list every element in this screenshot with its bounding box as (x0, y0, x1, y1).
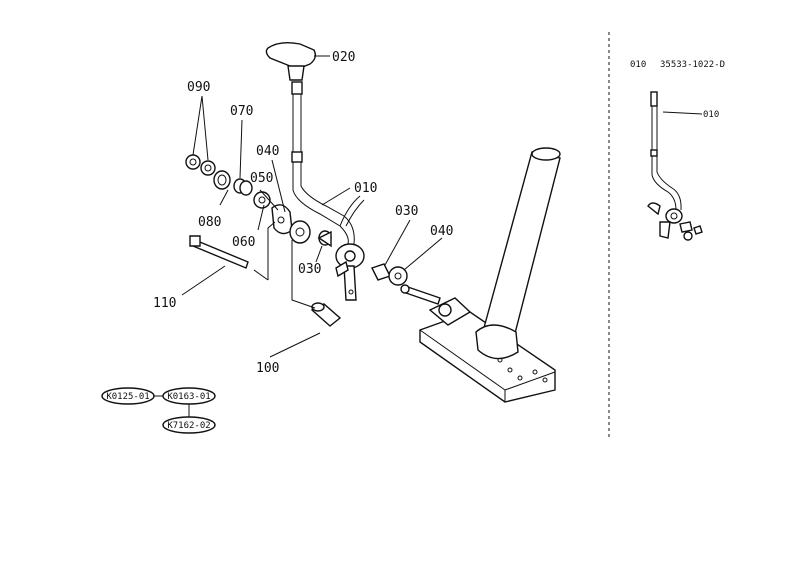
label-110: 110 (153, 296, 176, 311)
washer-060 (253, 191, 271, 209)
code-b: K0163-01 (167, 392, 210, 402)
label-010: 010 (354, 181, 377, 196)
label-070: 070 (230, 104, 253, 119)
inset-label-010: 010 (703, 110, 719, 120)
pin-100 (310, 302, 342, 327)
washer-040 (289, 220, 311, 244)
nut-090b (200, 160, 216, 176)
bolt-110 (189, 235, 249, 269)
reference-codes: K0125-01 K0163-01 K7162-02 (101, 387, 216, 434)
label-040: 040 (256, 144, 279, 159)
base-column (419, 147, 561, 403)
knob-020 (265, 41, 317, 81)
plate-050 (271, 204, 293, 235)
washer-080 (213, 170, 231, 190)
shift-lever-010 (291, 81, 365, 301)
label-030: 030 (298, 262, 321, 277)
inset-code: 35533-1022-D (660, 60, 725, 70)
leader-lines (181, 55, 443, 358)
label-030-right: 030 (395, 204, 418, 219)
pivot-bolt (400, 284, 441, 305)
code-a: K0125-01 (106, 392, 149, 402)
bush-030a (317, 230, 332, 248)
spring-070 (233, 178, 253, 196)
label-060: 060 (232, 235, 255, 250)
label-080: 080 (198, 215, 221, 230)
label-050: 050 (250, 171, 273, 186)
label-100: 100 (256, 361, 279, 376)
label-040-right: 040 (430, 224, 453, 239)
nut-090a (185, 154, 201, 170)
label-020: 020 (332, 50, 355, 65)
washer-040b (388, 266, 408, 286)
inset-lever (647, 91, 703, 241)
code-bubble-c (162, 416, 216, 434)
label-090: 090 (187, 80, 210, 95)
code-c: K7162-02 (167, 421, 210, 431)
inset-ref: 010 (630, 60, 646, 70)
bush-030b (371, 263, 391, 281)
